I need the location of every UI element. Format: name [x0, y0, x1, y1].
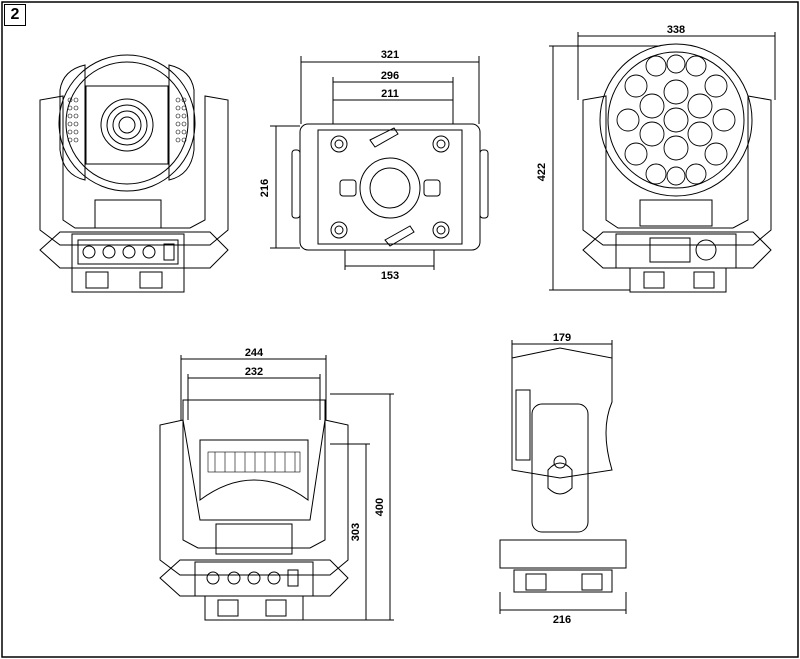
- back-view: 244 232 400 303: [159, 347, 394, 621]
- bottom-view: 321 296 211 216 153: [259, 49, 489, 282]
- dim-211: 211: [381, 88, 399, 100]
- dim-321: 321: [381, 49, 399, 61]
- dim-400: 400: [374, 498, 386, 516]
- dim-153: 153: [381, 270, 399, 282]
- dim-244: 244: [245, 347, 264, 359]
- figure-number: 2: [4, 4, 26, 26]
- dim-422: 422: [536, 163, 548, 181]
- front-view: [39, 54, 229, 293]
- dim-296: 296: [381, 70, 399, 82]
- side-vent-pattern: [67, 97, 187, 143]
- dim-179: 179: [553, 332, 571, 344]
- lens-cells: [616, 54, 736, 186]
- lens-view: 338 422: [536, 24, 776, 293]
- dim-303: 303: [350, 523, 362, 541]
- dim-232: 232: [245, 366, 263, 378]
- side-view: 179 216: [499, 332, 627, 626]
- back-vent-pattern: [207, 451, 301, 473]
- dim-216-base: 216: [553, 614, 571, 626]
- dim-338: 338: [667, 24, 685, 36]
- dim-216-height: 216: [259, 179, 271, 197]
